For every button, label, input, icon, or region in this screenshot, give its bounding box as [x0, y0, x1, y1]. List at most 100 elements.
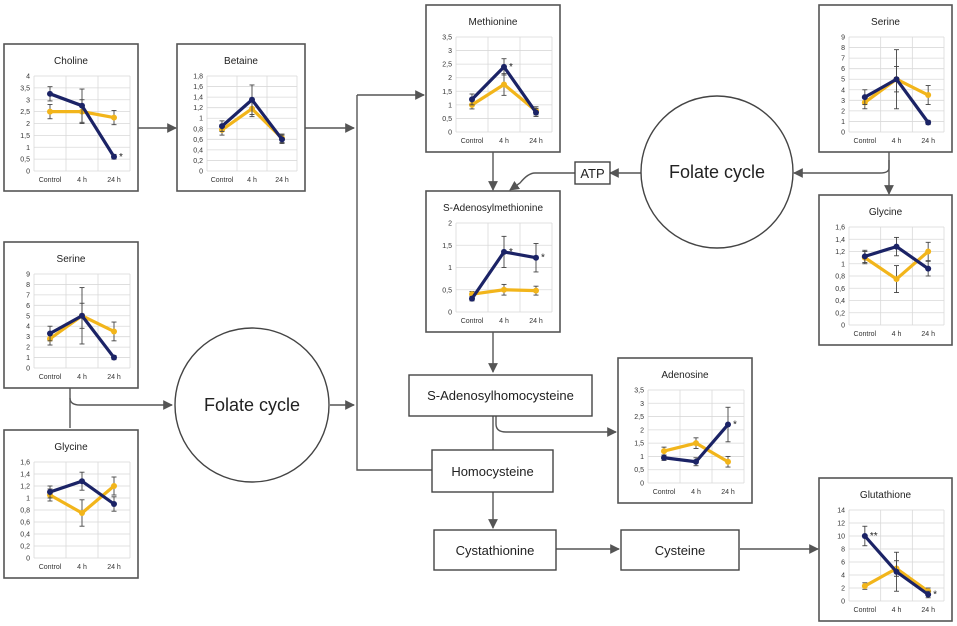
- y-tick-label: 4: [26, 324, 30, 331]
- data-point: [533, 109, 539, 116]
- line-junction-vertical: [356, 95, 432, 471]
- folate-cycle-left-label: Folate cycle: [204, 395, 300, 415]
- data-point: [501, 63, 507, 70]
- x-tick-label: 24 h: [921, 607, 935, 614]
- x-tick-label: Control: [39, 564, 62, 571]
- y-tick-label: 1: [640, 454, 644, 461]
- y-tick-label: 3,5: [442, 35, 452, 42]
- node-cysteine-label: Cysteine: [655, 543, 706, 558]
- y-tick-label: 1,6: [835, 225, 845, 232]
- data-point: [47, 330, 53, 337]
- y-tick-label: 8: [26, 282, 30, 289]
- x-tick-label: 4 h: [892, 607, 902, 614]
- y-tick-label: 1,5: [634, 441, 644, 448]
- chart-betaine: Betaine00,20,40,60,811,21,41,61,8Control…: [176, 43, 306, 192]
- data-point: [893, 568, 900, 575]
- y-tick-label: 0: [26, 366, 30, 373]
- data-point: [861, 583, 868, 590]
- data-point: [47, 489, 53, 495]
- y-tick-label: 0: [841, 599, 845, 606]
- x-tick-label: Control: [39, 177, 62, 184]
- x-tick-label: Control: [39, 374, 62, 381]
- y-tick-label: 0: [841, 130, 845, 137]
- y-tick-label: 0,4: [20, 532, 30, 539]
- y-tick-label: 1,8: [193, 74, 203, 81]
- y-tick-label: 8: [841, 547, 845, 554]
- node-cystathionine: Cystathionine: [433, 529, 557, 571]
- x-tick-label: 24 h: [275, 177, 289, 184]
- y-tick-label: 12: [837, 521, 845, 528]
- y-tick-label: 2: [26, 345, 30, 352]
- data-point: [249, 96, 255, 103]
- y-tick-label: 0: [448, 130, 452, 137]
- chart-title: Glycine: [869, 207, 903, 218]
- y-tick-label: 0,8: [193, 126, 203, 133]
- y-tick-label: 0,5: [442, 287, 452, 294]
- x-tick-label: 24 h: [107, 564, 121, 571]
- significance-marker: *: [933, 590, 937, 601]
- data-point: [925, 591, 932, 598]
- connectors: [69, 90, 894, 554]
- significance-marker: *: [509, 62, 513, 73]
- significance-marker: **: [870, 531, 878, 542]
- y-tick-label: 1,4: [193, 95, 203, 102]
- y-tick-label: 4: [841, 573, 845, 580]
- y-tick-label: 4: [26, 74, 30, 81]
- y-tick-label: 1,4: [20, 472, 30, 479]
- y-tick-label: 2: [640, 427, 644, 434]
- y-tick-label: 1: [199, 116, 203, 123]
- chart-title: Serine: [871, 17, 900, 28]
- y-tick-label: 1,2: [193, 105, 203, 112]
- y-tick-label: 1: [841, 119, 845, 126]
- data-point: [469, 295, 475, 302]
- y-tick-label: 2: [841, 108, 845, 115]
- y-tick-label: 10: [837, 534, 845, 541]
- y-tick-label: 1: [841, 261, 845, 268]
- data-point: [861, 533, 868, 539]
- y-tick-label: 0,6: [20, 520, 30, 527]
- x-tick-label: 4 h: [77, 177, 87, 184]
- y-tick-label: 0,5: [20, 157, 30, 164]
- arrow-atp-to-sam: [509, 172, 575, 191]
- data-point: [111, 153, 117, 160]
- x-tick-label: 24 h: [107, 177, 121, 184]
- y-tick-label: 9: [841, 35, 845, 42]
- y-tick-label: 1,5: [20, 133, 30, 140]
- data-point: [925, 119, 932, 126]
- data-point: [47, 90, 53, 97]
- folate-cycle-left: Folate cycle: [174, 327, 330, 483]
- x-tick-label: 24 h: [921, 331, 935, 338]
- node-cysteine: Cysteine: [620, 529, 740, 571]
- y-tick-label: 0,2: [193, 158, 203, 165]
- chart-serine_right-frame: [818, 4, 953, 153]
- chart-title: Glutathione: [860, 490, 912, 501]
- x-tick-label: Control: [854, 331, 877, 338]
- folate-cycle-right: Folate cycle: [640, 95, 794, 249]
- chart-title: Serine: [57, 254, 86, 265]
- y-tick-label: 0,2: [835, 310, 845, 317]
- data-point: [661, 448, 667, 455]
- y-tick-label: 4: [841, 87, 845, 94]
- x-tick-label: 4 h: [499, 138, 509, 145]
- y-tick-label: 1,2: [835, 249, 845, 256]
- chart-title: S-Adenosylmethionine: [443, 203, 543, 214]
- y-tick-label: 7: [26, 292, 30, 299]
- y-tick-label: 2: [26, 121, 30, 128]
- data-point: [111, 328, 117, 335]
- y-tick-label: 0,4: [835, 298, 845, 305]
- y-tick-label: 2: [841, 586, 845, 593]
- y-tick-label: 0,8: [835, 274, 845, 281]
- node-sah-label: S-Adenosylhomocysteine: [427, 388, 574, 403]
- node-sah: S-Adenosylhomocysteine: [408, 374, 593, 417]
- y-tick-label: 8: [841, 45, 845, 52]
- data-point: [693, 458, 699, 465]
- y-tick-label: 2: [448, 75, 452, 82]
- data-point: [925, 265, 932, 272]
- x-tick-label: 4 h: [77, 564, 87, 571]
